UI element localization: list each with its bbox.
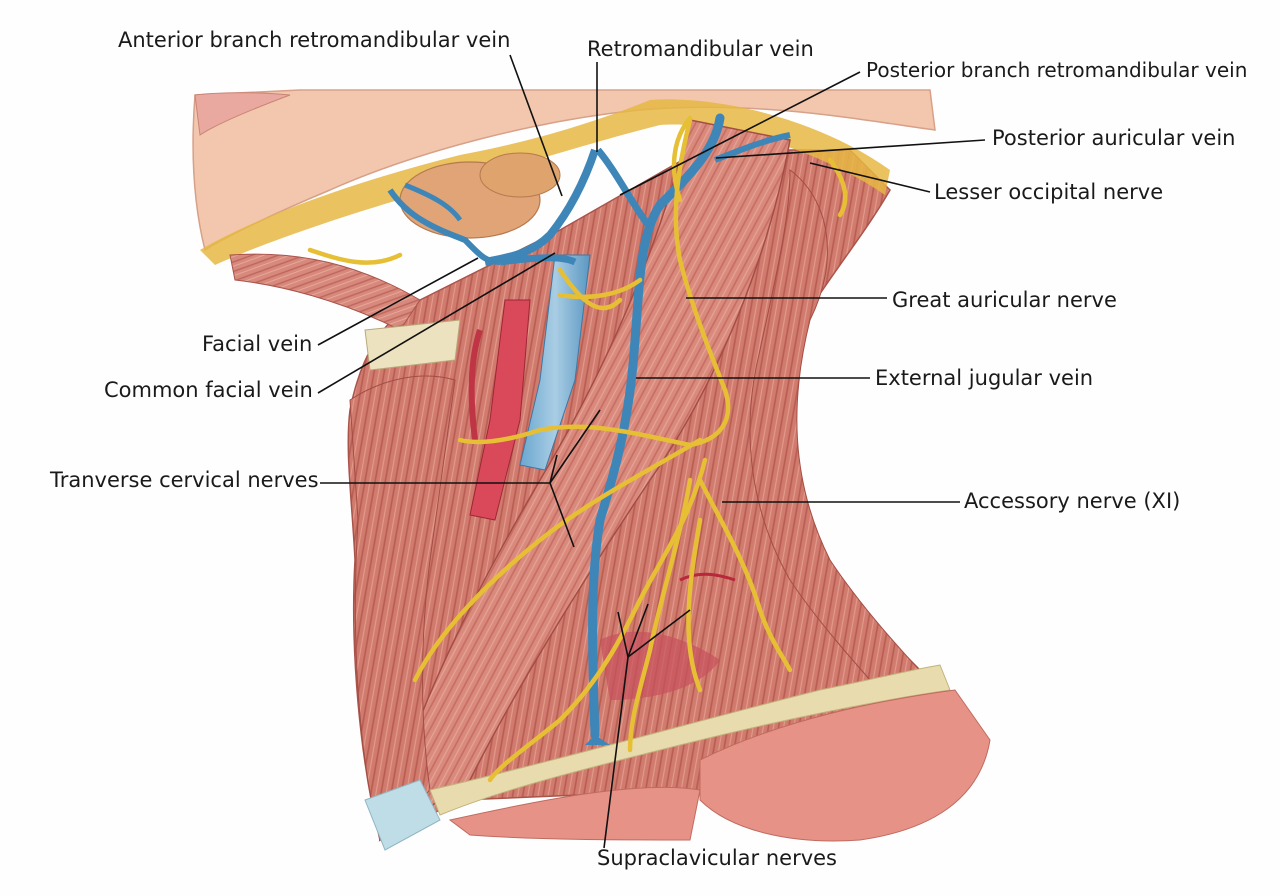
label-lesser-occipital-nerve: Lesser occipital nerve — [934, 180, 1164, 204]
common-facial-vein-path — [499, 254, 577, 266]
supraclavicular-nerve-b — [627, 477, 693, 753]
lesser-occipital-nerve — [827, 157, 848, 218]
label-great-auricular-nerve: Great auricular nerve — [892, 288, 1117, 312]
skin-flap — [192, 89, 936, 252]
leader-posterior-branch — [619, 71, 861, 196]
label-supraclavicular-nerves: Supraclavicular nerves — [597, 846, 838, 870]
transverse-cervical-nerve-2 — [412, 437, 703, 683]
label-anterior-branch-retromandibular-vein: Anterior branch retromandibular vein — [118, 28, 511, 52]
clavicular-fascia — [429, 664, 951, 816]
label-external-jugular-vein: External jugular vein — [875, 366, 1094, 390]
label-tranverse-cervical-nerves: Tranverse cervical nerves — [50, 468, 319, 492]
transverse-cervical-nerve-1 — [457, 424, 693, 448]
carotid-artery — [469, 299, 531, 521]
leader-anterior-branch — [509, 54, 563, 197]
label-accessory-nerve: Accessory nerve (XI) — [964, 489, 1181, 513]
label-common-facial-vein: Common facial vein — [104, 378, 313, 402]
label-retromandibular-vein: Retromandibular vein — [587, 37, 814, 61]
leader-facial-vein — [317, 257, 479, 346]
great-auricular-nerve — [673, 117, 731, 448]
label-posterior-branch-retromandibular-vein: Posterior branch retromandibular vein — [866, 58, 1248, 82]
leader-supraclavicular — [603, 656, 629, 849]
facial-vein-path — [387, 188, 501, 265]
leader-lesser-occipital — [809, 162, 931, 193]
internal-jugular-vein — [519, 254, 591, 471]
label-posterior-auricular-vein: Posterior auricular vein — [992, 126, 1236, 150]
supraclavicular-nerve-c — [686, 517, 703, 693]
leader-posterior-auricular — [715, 139, 986, 159]
accessory-nerve-path — [697, 477, 793, 673]
posterior-branch-vein — [595, 147, 651, 228]
leader-common-facial-vein — [317, 252, 556, 394]
label-facial-vein: Facial vein — [202, 332, 313, 356]
